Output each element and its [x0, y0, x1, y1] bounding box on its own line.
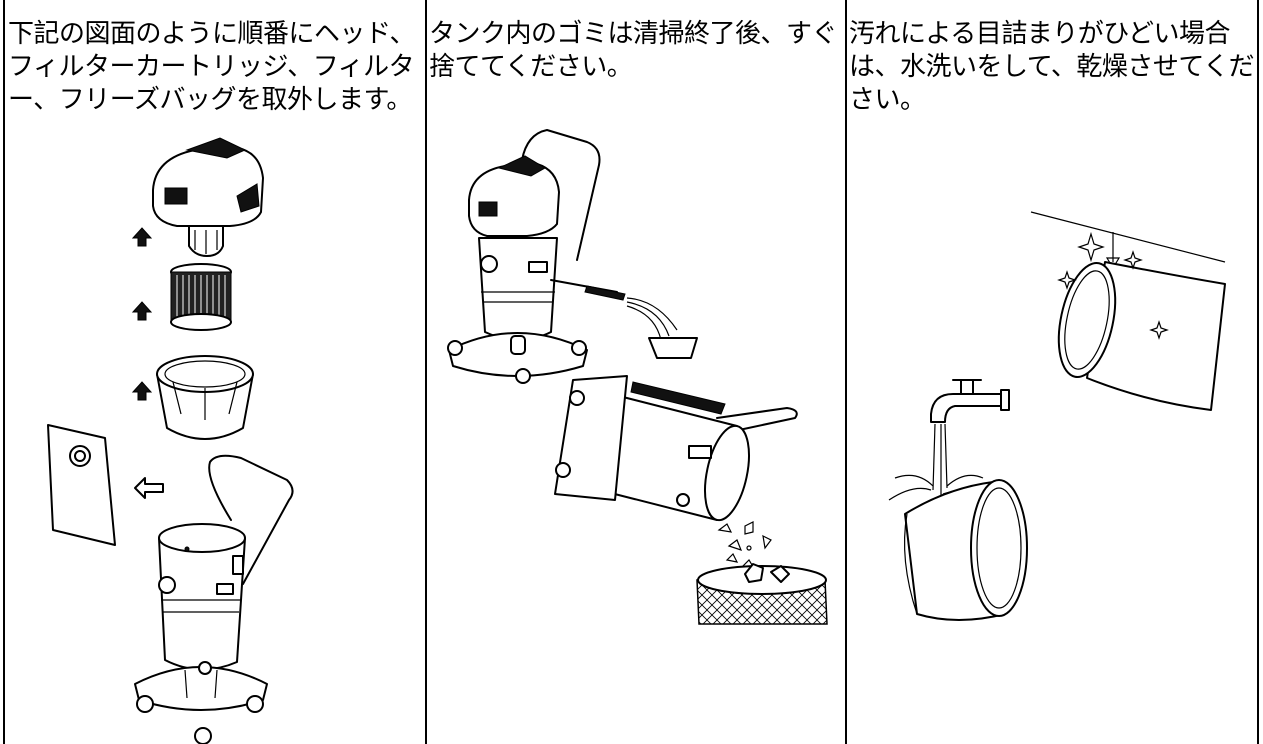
vacuum-head — [152, 137, 264, 257]
up-arrow-icon — [131, 381, 153, 401]
wash-dry-illustration — [888, 211, 1226, 621]
vacuum-tank — [134, 454, 294, 744]
filter-bag — [47, 424, 116, 546]
up-arrow-icon — [131, 227, 153, 247]
up-arrow-icon — [131, 301, 153, 321]
panel-disassembly: 下記の図面のように順番にヘッド、フィルターカートリッジ、フィルター、フリーズバッ… — [5, 0, 425, 744]
disassembly-illustration — [47, 137, 294, 744]
panel-caption-wash-dry: 汚れによる目詰まりがひどい場合は、水洗いをして、乾燥させてください。 — [849, 19, 1255, 115]
left-arrow-icon — [134, 477, 164, 499]
panel-wash-dry: 汚れによる目詰まりがひどい場合は、水洗いをして、乾燥させてください。 — [845, 0, 1259, 744]
panel-empty-tank: タンク内のゴミは清掃終了後、すぐ捨ててください。 — [425, 0, 845, 744]
panel-caption-disassembly: 下記の図面のように順番にヘッド、フィルターカートリッジ、フィルター、フリーズバッ… — [8, 19, 415, 115]
filter-being-washed — [903, 479, 1028, 621]
panel-caption-empty-tank: タンク内のゴミは清掃終了後、すぐ捨ててください。 — [429, 19, 838, 82]
tank-tilted — [554, 375, 798, 522]
filter-basket — [156, 355, 254, 440]
sparkle-icon — [1149, 320, 1169, 340]
water-stream — [888, 423, 988, 501]
faucet-icon — [930, 379, 1010, 423]
water-stream — [626, 297, 698, 359]
hanging-filter — [1057, 261, 1226, 411]
filter-cartridge — [170, 263, 232, 331]
empty-tank-illustration — [447, 129, 828, 625]
sparkle-icon — [1077, 231, 1105, 263]
sparkle-icon — [1123, 250, 1143, 270]
trash-bin — [696, 563, 828, 625]
vacuum-cleaner-upright — [447, 129, 626, 384]
sparkle-icon — [1057, 270, 1077, 290]
instruction-table — [3, 0, 1259, 744]
